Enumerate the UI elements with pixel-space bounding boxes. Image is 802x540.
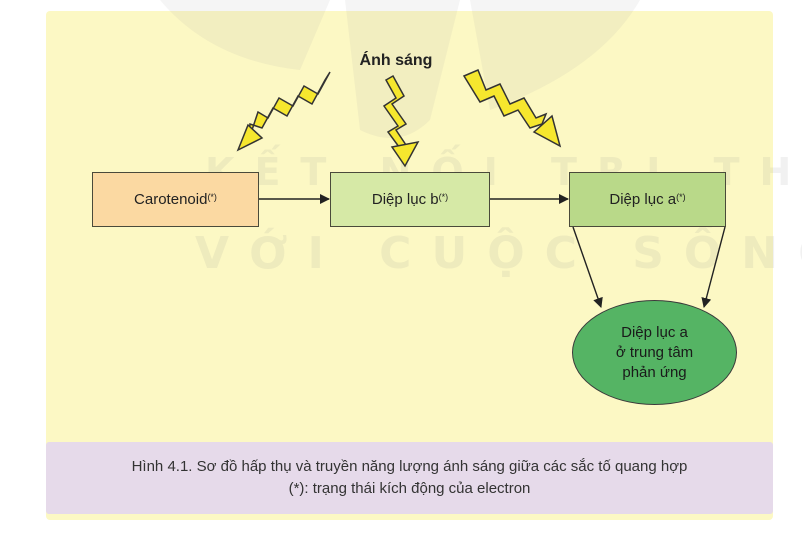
lightning-bolt-left-icon <box>236 71 331 152</box>
node-chlorophyll-b-mark: (*) <box>438 191 449 202</box>
diagram-panel <box>46 11 773 520</box>
reaction-center-line-2: ở trung tâm <box>615 343 694 361</box>
node-carotenoid-label: Carotenoid <box>134 191 208 208</box>
node-chlorophyll-a: Diệp lục a(*) <box>569 172 726 227</box>
node-reaction-center: Diệp lục a ở trung tâm phản ứng <box>572 300 737 405</box>
reaction-center-line-3: phản ứng <box>622 363 687 381</box>
watermark-line-2: VỚI CUỘC SỐNG <box>195 228 802 279</box>
node-carotenoid-mark: (*) <box>207 191 217 202</box>
lightning-bolt-middle-icon <box>382 74 420 168</box>
node-chlorophyll-b-label: Diệp lục b <box>371 191 439 208</box>
node-carotenoid: Carotenoid(*) <box>92 172 259 227</box>
caption-line-2: (*): trạng thái kích động của electron <box>288 480 531 497</box>
node-chlorophyll-a-mark: (*) <box>676 191 686 202</box>
node-chlorophyll-b: Diệp lục b(*) <box>330 172 490 227</box>
lightning-bolt-right-icon <box>462 69 562 148</box>
figure-caption: Hình 4.1. Sơ đồ hấp thụ và truyền năng l… <box>46 442 773 514</box>
node-chlorophyll-a-label: Diệp lục a <box>609 191 677 208</box>
reaction-center-line-1: Diệp lục a <box>621 323 688 341</box>
arrow-a-to-center-left <box>572 226 603 308</box>
caption-line-1: Hình 4.1. Sơ đồ hấp thụ và truyền năng l… <box>131 458 688 475</box>
arrow-a-to-center-right <box>701 226 726 308</box>
light-label: Ánh sáng <box>359 52 433 69</box>
